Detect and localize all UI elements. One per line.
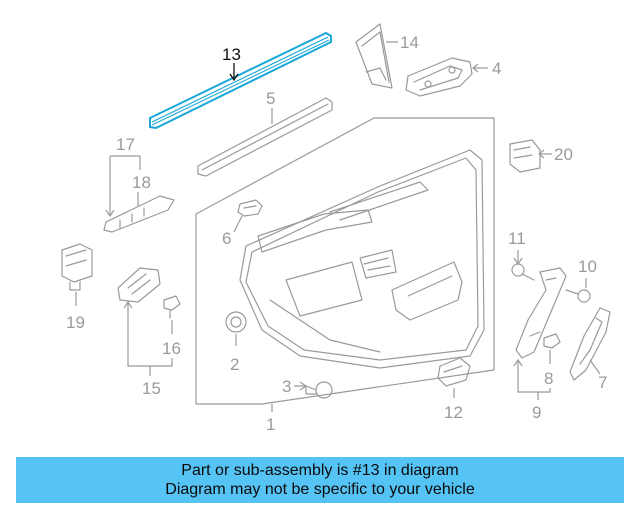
callout-15-label: 15 xyxy=(142,379,161,398)
callout-1: 1 xyxy=(266,404,275,434)
callout-10: 10 xyxy=(578,257,597,288)
part-6-clip[interactable] xyxy=(237,199,263,217)
callout-12-label: 12 xyxy=(444,403,463,422)
callout-7: 7 xyxy=(589,359,607,392)
part-16-fastener[interactable] xyxy=(163,295,181,319)
callout-9-label: 9 xyxy=(532,403,541,422)
callout-20: 20 xyxy=(538,145,573,164)
part-10-screw[interactable] xyxy=(565,289,591,303)
callout-3-label: 3 xyxy=(282,377,291,396)
callout-2: 2 xyxy=(230,334,239,374)
callout-18: 18 xyxy=(132,173,151,206)
part-8-clip[interactable] xyxy=(543,333,561,349)
part-3-screw[interactable] xyxy=(305,381,333,399)
info-banner: Part or sub-assembly is #13 in diagram D… xyxy=(16,457,624,503)
banner-line-1: Part or sub-assembly is #13 in diagram xyxy=(181,462,459,479)
callout-8-label: 8 xyxy=(544,369,553,388)
callout-13-label: 13 xyxy=(222,45,241,64)
callout-12: 12 xyxy=(444,388,463,422)
callout-8: 8 xyxy=(544,350,553,388)
callout-11-label: 11 xyxy=(508,229,526,248)
door-parts-diagram: 13 14 4 5 20 xyxy=(61,23,611,434)
callout-15: 15 xyxy=(123,300,173,398)
callout-4: 4 xyxy=(472,59,501,78)
callout-16: 16 xyxy=(162,320,181,358)
part-1-door-trim-panel[interactable] xyxy=(195,117,495,405)
callout-9: 9 xyxy=(513,358,551,422)
callout-1-label: 1 xyxy=(266,415,275,434)
callout-16-label: 16 xyxy=(162,339,181,358)
part-4-door-handle[interactable] xyxy=(405,57,473,97)
callout-20-label: 20 xyxy=(554,145,573,164)
part-20-window-switch[interactable] xyxy=(509,139,541,173)
callout-6-label: 6 xyxy=(222,229,231,248)
part-5-trim-strip[interactable] xyxy=(197,97,333,177)
callout-19: 19 xyxy=(66,292,85,332)
callout-2-label: 2 xyxy=(230,355,239,374)
callout-10-label: 10 xyxy=(578,257,597,276)
callout-14: 14 xyxy=(386,33,419,52)
part-18-clip[interactable] xyxy=(103,195,175,233)
part-15-courtesy-lamp[interactable] xyxy=(117,267,161,303)
part-9-pull-handle[interactable] xyxy=(515,267,567,359)
callout-5: 5 xyxy=(266,89,275,124)
part-19-connector[interactable] xyxy=(61,243,93,291)
part-12-switch[interactable] xyxy=(437,357,471,387)
callout-11: 11 xyxy=(508,229,526,266)
callout-4-label: 4 xyxy=(492,59,501,78)
callout-18-label: 18 xyxy=(132,173,151,192)
callout-7-label: 7 xyxy=(598,373,607,392)
part-14-mirror-trim[interactable] xyxy=(355,23,393,89)
callout-13: 13 xyxy=(222,45,241,82)
part-11-screw[interactable] xyxy=(511,263,535,281)
callout-3: 3 xyxy=(282,377,308,396)
callout-14-label: 14 xyxy=(400,33,419,52)
callout-17: 17 xyxy=(105,135,141,218)
part-13-weatherstrip[interactable] xyxy=(149,31,332,130)
banner-line-2: Diagram may not be specific to your vehi… xyxy=(165,481,475,498)
callout-6: 6 xyxy=(222,215,243,248)
callout-5-label: 5 xyxy=(266,89,275,108)
part-7-armrest-cover[interactable] xyxy=(569,307,611,381)
callout-17-label: 17 xyxy=(116,135,135,154)
callout-19-label: 19 xyxy=(66,313,85,332)
part-2-push-clip[interactable] xyxy=(225,311,247,333)
